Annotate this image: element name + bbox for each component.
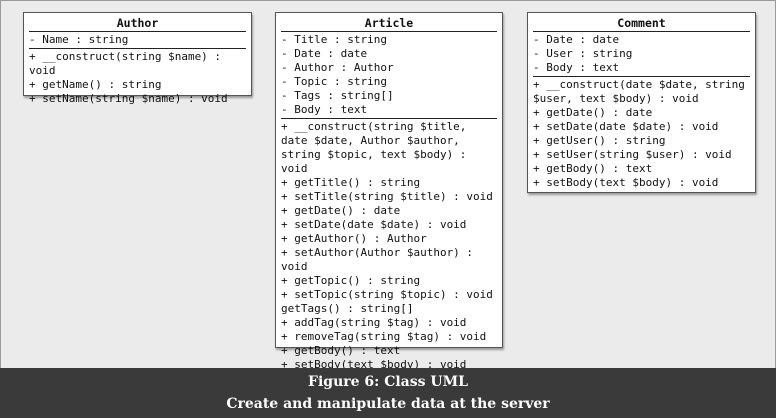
method-row: + setDate(date $date) : void — [533, 120, 719, 133]
caption-title: Figure 6: Class UML — [308, 374, 468, 390]
method-row: + setTopic(string $topic) : void getTags… — [281, 288, 500, 315]
method-row: + getDate() : date — [281, 204, 401, 217]
methods-section: + __construct(string $title, date $date,… — [281, 119, 497, 373]
method-row: + getTitle() : string — [281, 176, 421, 189]
class-author: Author - Name : string + __construct(str… — [23, 12, 252, 105]
method-row: + setTitle(string $title) : void — [281, 190, 493, 203]
attribute-row: - User : string — [533, 47, 633, 60]
figure-caption: Figure 6: Class UML Create and manipulat… — [0, 368, 776, 418]
diagram-frame: Author - Name : string + __construct(str… — [0, 0, 776, 371]
caption-subtitle: Create and manipulate data at the server — [226, 396, 550, 412]
separator — [29, 48, 246, 49]
method-row: + removeTag(string $tag) : void — [281, 330, 487, 343]
method-row: + addTag(string $tag) : void — [281, 316, 467, 329]
class-name: Article — [364, 16, 414, 30]
methods-section: + __construct(date $date, string $user, … — [533, 77, 750, 191]
attributes-section: - Date : date - User : string - Body : t… — [533, 32, 750, 76]
class-article: Article - Title : string - Date : date -… — [275, 12, 503, 371]
attribute-row: - Body : text — [533, 61, 620, 74]
method-row: + getAuthor() : Author — [281, 232, 427, 245]
method-row: + setDate(date $date) : void — [281, 218, 467, 231]
attribute-row: - Date : date — [533, 33, 620, 46]
method-row: + __construct(string $title, date $date,… — [281, 120, 474, 175]
separator — [533, 31, 750, 32]
method-row: + getDate() : date — [533, 106, 653, 119]
method-row: + setBody(text $body) : void — [533, 176, 719, 189]
method-row: + getName() : string — [29, 78, 162, 91]
attribute-row: - Tags : string[] — [281, 89, 394, 102]
attributes-section: - Name : string — [29, 32, 246, 48]
class-comment: Comment - Date : date - User : string - … — [527, 12, 756, 193]
methods-section: + __construct(string $name) : void + get… — [29, 49, 246, 107]
attribute-row: - Date : date — [281, 47, 368, 60]
separator — [29, 31, 246, 32]
method-row: + setName(string $name) : void — [29, 92, 228, 105]
method-row: + getBody() : text — [533, 162, 653, 175]
attribute-row: - Body : text — [281, 103, 368, 116]
separator — [281, 118, 497, 119]
attribute-row: - Topic : string — [281, 75, 387, 88]
method-row: + setUser(string $user) : void — [533, 148, 732, 161]
separator — [533, 76, 750, 77]
method-row: + setAuthor(Author $author) : void — [281, 246, 480, 273]
class-name: Author — [116, 16, 159, 30]
attribute-row: - Author : Author — [281, 61, 394, 74]
method-row: + __construct(date $date, string $user, … — [533, 78, 752, 105]
separator — [281, 31, 497, 32]
class-name: Comment — [617, 16, 666, 30]
method-row: + __construct(string $name) : void — [29, 50, 228, 77]
method-row: + setBody(text $body) : void — [281, 358, 467, 371]
method-row: + getTopic() : string — [281, 274, 421, 287]
attributes-section: - Title : string - Date : date - Author … — [281, 32, 497, 118]
attribute-row: - Title : string — [281, 33, 387, 46]
method-row: + getUser() : string — [533, 134, 666, 147]
attribute-row: - Name : string — [29, 33, 129, 46]
method-row: + getBody() : text — [281, 344, 401, 357]
